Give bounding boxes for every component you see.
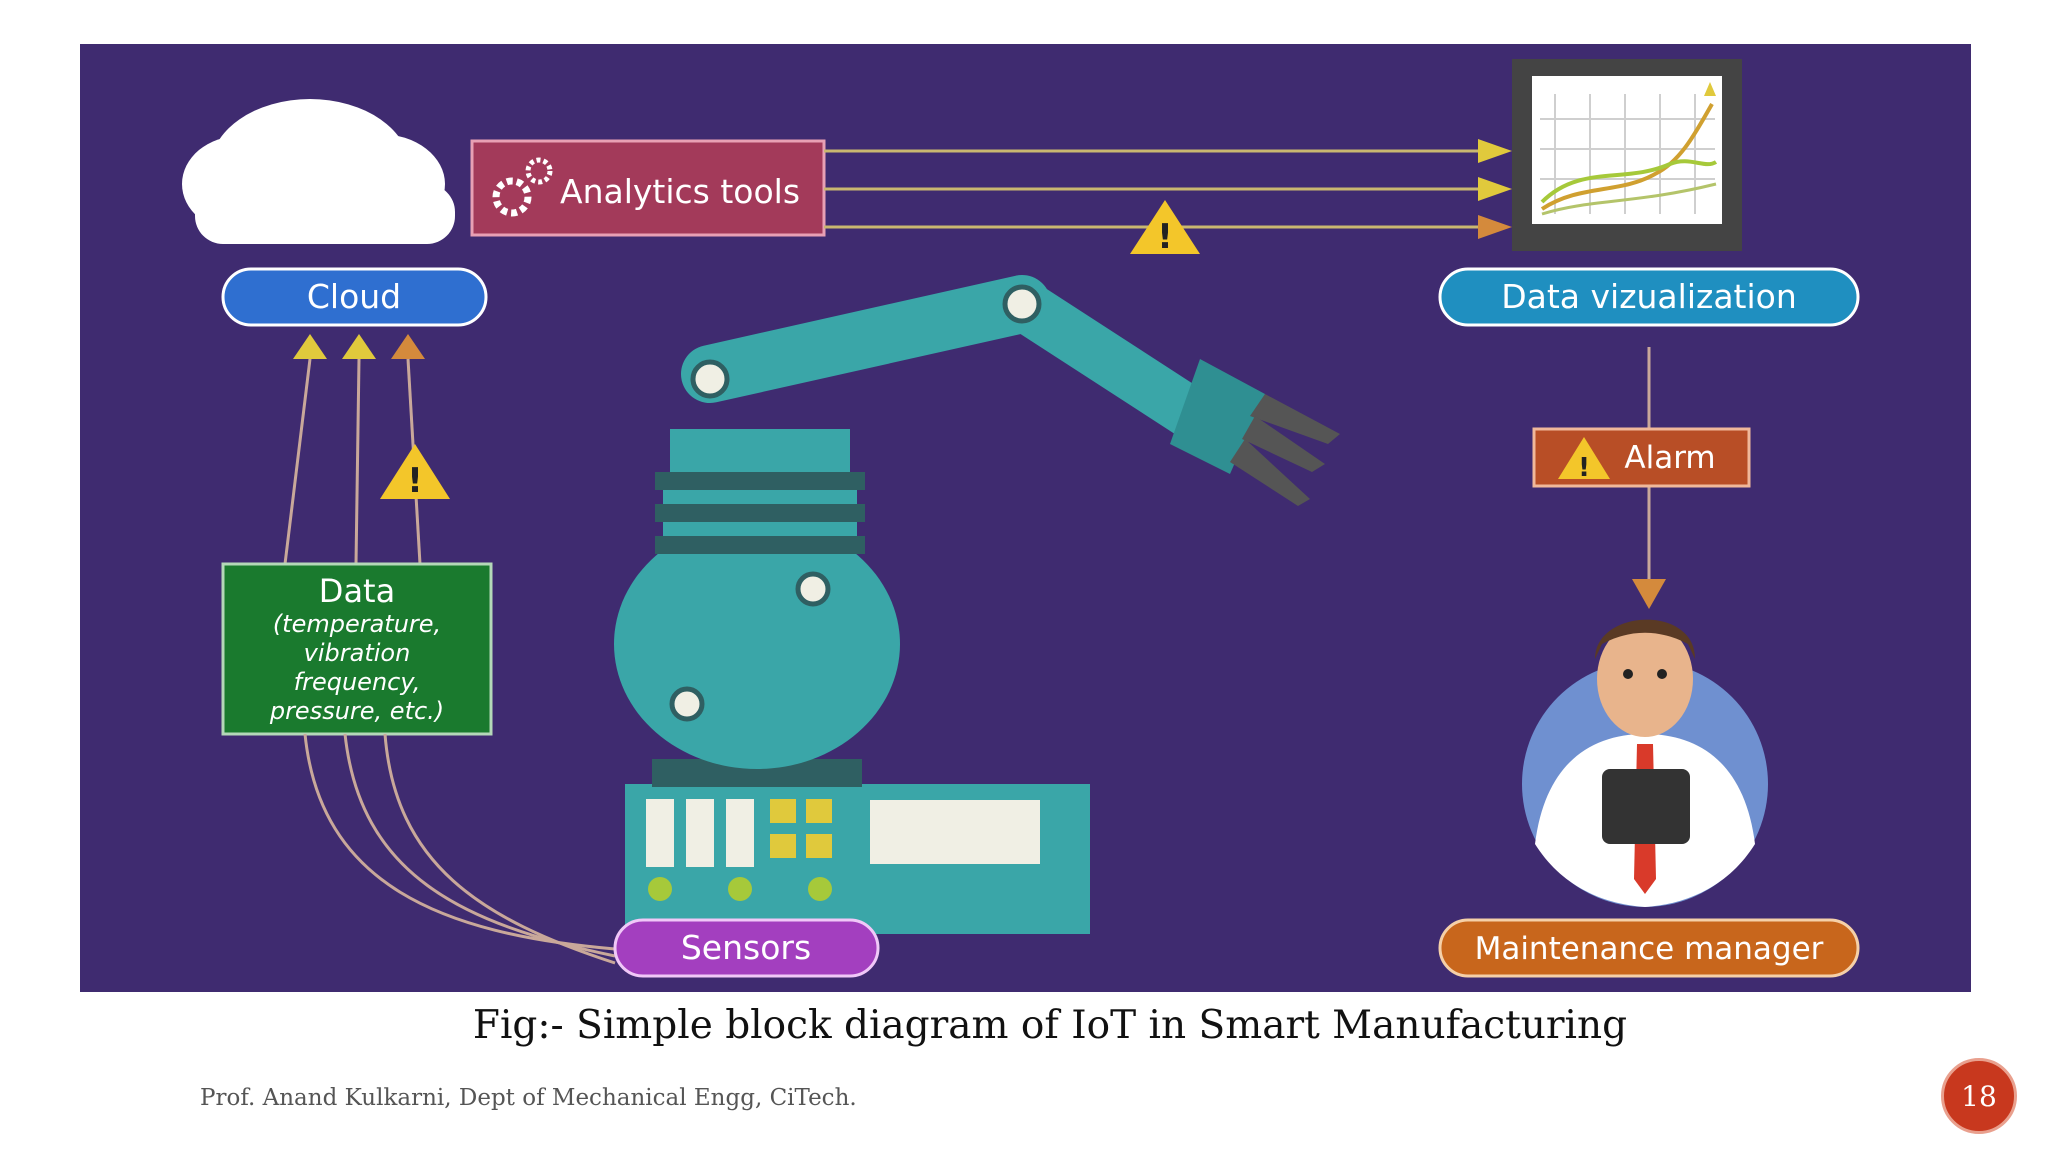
svg-text:!: !: [1157, 217, 1173, 257]
monitor-chart-icon: [1512, 59, 1742, 251]
sensors-label: Sensors: [681, 928, 811, 967]
analytics-tools-label: Analytics tools: [560, 172, 800, 211]
sensors-node: Sensors: [613, 918, 880, 978]
robot-arm-icon: [614, 275, 1340, 934]
footer-author: Prof. Anand Kulkarni, Dept of Mechanical…: [200, 1085, 857, 1111]
gears-icon: [492, 157, 553, 217]
iot-block-diagram: Analytics tools ! Cloud Data vizualizati…: [80, 44, 1971, 992]
warning-icon: !: [1130, 200, 1200, 257]
data-box: Data (temperature, vibration frequency, …: [221, 562, 493, 736]
data-visualization-node: Data vizualization: [1438, 267, 1860, 327]
data-box-line: vibration: [304, 639, 411, 667]
page-number-badge: 18: [1941, 1058, 2017, 1134]
alarm-label: Alarm: [1624, 440, 1715, 476]
svg-text:!: !: [1578, 453, 1590, 483]
alarm-box: ! Alarm: [1532, 427, 1751, 488]
data-box-line: frequency,: [294, 668, 421, 696]
sensor-wires: [303, 733, 616, 965]
svg-text:!: !: [407, 461, 423, 501]
maintenance-manager-icon: [1522, 619, 1768, 907]
data-to-cloud-arrows: [283, 334, 425, 565]
cloud-label: Cloud: [307, 277, 401, 316]
cloud-icon: [182, 99, 455, 244]
maintenance-manager-node: Maintenance manager: [1438, 918, 1860, 978]
warning-icon: !: [1558, 437, 1610, 483]
data-visualization-label: Data vizualization: [1501, 277, 1797, 316]
maintenance-manager-label: Maintenance manager: [1475, 931, 1824, 967]
figure-caption: Fig:- Simple block diagram of IoT in Sma…: [472, 1003, 1628, 1048]
analytics-tools-box: Analytics tools: [470, 139, 826, 237]
data-box-title: Data: [319, 572, 395, 610]
data-box-line: (temperature,: [273, 610, 441, 638]
data-box-line: pressure, etc.): [269, 697, 444, 725]
visualization-to-alarm-line: [1632, 347, 1666, 609]
warning-icon: !: [380, 444, 450, 501]
cloud-node: Cloud: [221, 267, 488, 327]
